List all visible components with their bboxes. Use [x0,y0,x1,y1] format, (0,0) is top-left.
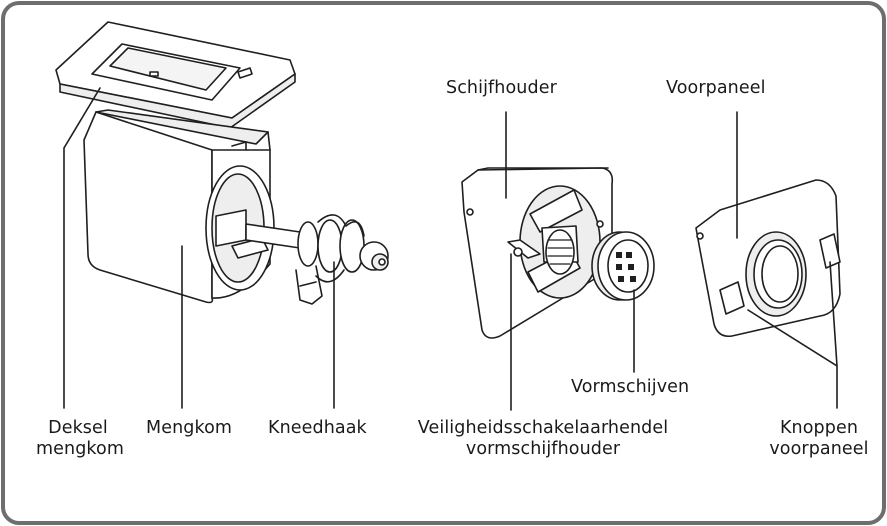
label-knoppen-line1: Knoppen [779,418,859,438]
label-deksel-line2: mengkom [36,439,124,459]
label-deksel-mengkom: Deksel mengkom [36,418,124,460]
leader-knoppen [747,261,838,409]
shaping-disc-illustration [591,231,655,301]
lid-illustration [55,21,296,129]
label-veiligheidsschakelaar: Veiligheidsschakelaarhendel vormschijfho… [393,418,693,460]
label-knoppen-voorpaneel: Knoppen voorpaneel [756,418,882,460]
kneading-hook-illustration [245,214,389,305]
label-knoppen-line2: voorpaneel [769,439,869,459]
label-kneedhaak: Kneedhaak [268,418,367,438]
label-schijfhouder: Schijfhouder [446,78,557,98]
disc-holder-illustration [461,167,614,339]
label-vormschijven: Vormschijven [571,377,690,397]
label-voorpaneel: Voorpaneel [666,78,766,98]
leader-deksel [63,87,101,409]
label-mengkom: Mengkom [146,418,233,438]
label-veiligheid-line2: vormschijfhouder [465,439,621,459]
bowl-illustration [83,109,275,304]
label-veiligheid-line1: Veiligheidsschakelaarhendel [417,418,669,438]
front-panel-illustration [695,179,841,338]
label-deksel-line1: Deksel [48,418,108,438]
